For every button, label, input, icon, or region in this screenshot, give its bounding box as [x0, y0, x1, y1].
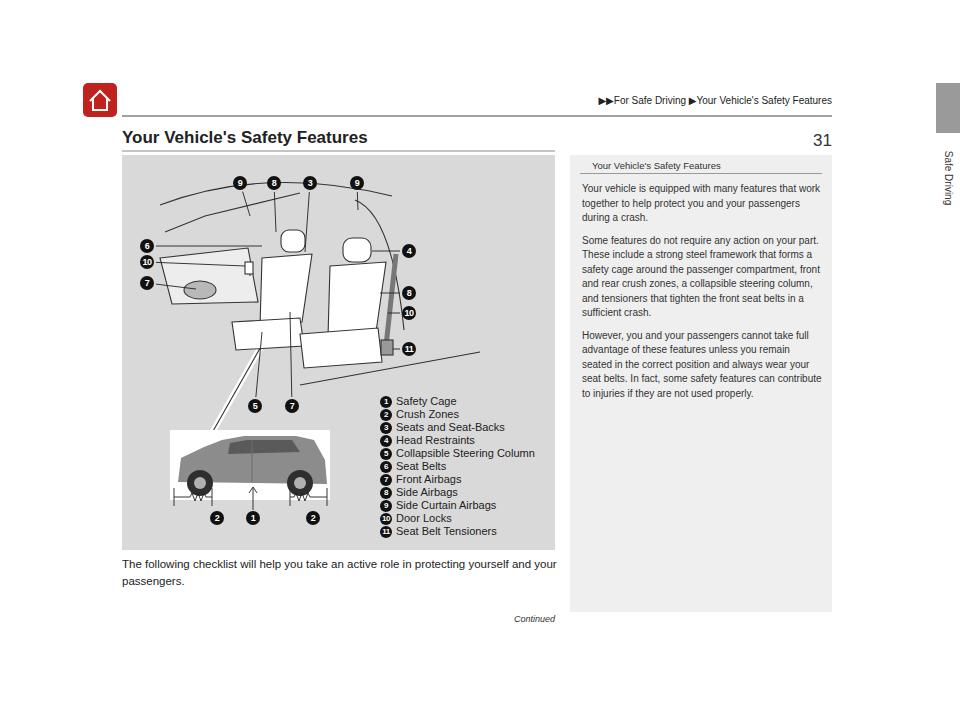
- illustration-panel: [122, 155, 555, 550]
- callout-number: 11: [402, 342, 416, 356]
- leader-line: [357, 192, 359, 210]
- callout-number: 5: [248, 399, 262, 413]
- leader-line: [243, 192, 250, 216]
- callout-number: 7: [285, 399, 299, 413]
- callout-number: 3: [303, 176, 317, 190]
- part-name: Front Airbags: [396, 473, 552, 485]
- callout-number: 1: [246, 511, 260, 525]
- page-number: 31: [772, 131, 832, 151]
- callout-number: 9: [350, 176, 364, 190]
- legend-number: 7: [380, 474, 392, 486]
- callout-number: 7: [140, 276, 154, 290]
- header-rule: [122, 116, 832, 117]
- crush-zone-marks: [174, 487, 327, 510]
- legend-number: 3: [380, 422, 392, 434]
- legend-number: 6: [380, 461, 392, 473]
- leader-line: [156, 262, 245, 266]
- sidebar-paragraph: Your vehicle is equipped with many featu…: [580, 182, 822, 226]
- part-name: Crush Zones: [396, 408, 552, 420]
- leader-line: [372, 251, 400, 252]
- legend-number: 1: [380, 396, 392, 408]
- callout-number: 2: [306, 511, 320, 525]
- leader-line: [290, 312, 292, 397]
- sidebar-paragraph: However, you and your passengers cannot …: [580, 329, 822, 402]
- home-icon: [90, 91, 110, 110]
- callout-number: 9: [233, 176, 247, 190]
- callout-number: 2: [210, 511, 224, 525]
- part-name: Collapsible Steering Column: [396, 447, 552, 459]
- leader-line: [380, 293, 400, 294]
- breadcrumb: ▶▶For Safe Driving ▶Your Vehicle's Safet…: [412, 95, 832, 106]
- part-name: Seat Belt Tensioners: [396, 525, 552, 537]
- part-name: Safety Cage: [396, 395, 552, 407]
- legend-number: 10: [380, 513, 392, 525]
- leader-line: [388, 313, 400, 314]
- legend-number: 2: [380, 409, 392, 421]
- sidebar-paragraph: Some features do not require any action …: [580, 234, 822, 321]
- callout-number: 10: [140, 255, 154, 269]
- continued-note: Continued: [435, 614, 555, 624]
- legend-number: 5: [380, 448, 392, 460]
- part-name: Head Restraints: [396, 434, 552, 446]
- part-name: Door Locks: [396, 512, 552, 524]
- title-rule: [122, 151, 555, 152]
- part-name: Seat Belts: [396, 460, 552, 472]
- callout-number: 8: [402, 286, 416, 300]
- leader-line: [256, 332, 262, 397]
- section-tab-text: Safe Driving: [943, 151, 954, 205]
- callout-number: 6: [140, 239, 154, 253]
- callout-number: 8: [267, 176, 281, 190]
- legend-number: 9: [380, 500, 392, 512]
- part-name: Seats and Seat-Backs: [396, 421, 552, 433]
- side-tab: [936, 83, 960, 133]
- sidebar-panel: Your Vehicle's Safety FeaturesYour vehic…: [570, 155, 832, 612]
- leader-line: [305, 192, 309, 252]
- car-picture-ground: [170, 430, 330, 500]
- car-illustration: [178, 436, 327, 496]
- leader-line: [156, 246, 262, 247]
- body-text: The following checklist will help you ta…: [122, 556, 562, 590]
- part-name: Side Curtain Airbags: [396, 499, 552, 511]
- leader-line: [274, 192, 276, 232]
- sidebar-heading: Your Vehicle's Safety Features: [580, 160, 822, 174]
- legend-number: 4: [380, 435, 392, 447]
- legend-number: 8: [380, 487, 392, 499]
- page-title: Your Vehicle's Safety Features: [122, 128, 368, 148]
- leader-lines: [156, 192, 400, 397]
- leader-line: [393, 349, 400, 350]
- callout-number: 10: [402, 306, 416, 320]
- part-name: Side Airbags: [396, 486, 552, 498]
- leader-line: [156, 284, 196, 289]
- callout-number: 4: [402, 244, 416, 258]
- legend-number: 11: [380, 526, 392, 538]
- home-button: [83, 83, 117, 117]
